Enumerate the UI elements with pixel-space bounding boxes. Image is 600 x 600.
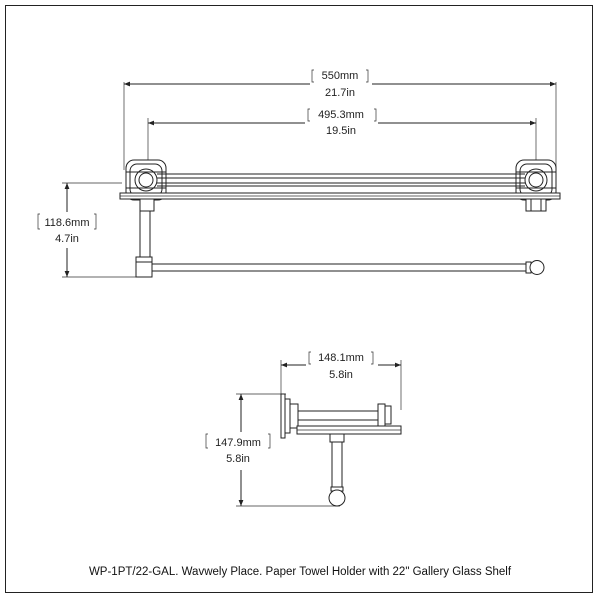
side-height-mm: 147.9mm xyxy=(215,437,261,449)
side-arm xyxy=(328,433,346,507)
inner-width-in: 19.5in xyxy=(326,125,356,137)
towel-bar xyxy=(152,260,545,275)
caption: WP-1PT/22-GAL. Wavwely Place. Paper Towe… xyxy=(88,566,512,578)
towel-holder-arm xyxy=(135,210,153,278)
gallery-rail xyxy=(157,173,525,187)
right-bracket xyxy=(525,198,547,212)
front-height-dimension: 118.6mm 4.7in xyxy=(37,182,140,278)
side-view: 148.1mm 5.8in 147.9mm 5.8in xyxy=(205,351,402,507)
left-wall-mount xyxy=(125,159,167,201)
side-height-in: 5.8in xyxy=(226,453,250,465)
inner-width-mm: 495.3mm xyxy=(318,109,364,121)
side-depth-dimension: 148.1mm 5.8in xyxy=(280,351,402,410)
front-height-in: 4.7in xyxy=(55,233,79,245)
inner-width-dimension: 495.3mm 19.5in xyxy=(147,108,537,168)
front-height-mm: 118.6mm xyxy=(44,217,89,229)
side-post xyxy=(298,403,392,427)
side-depth-mm: 148.1mm xyxy=(318,352,364,364)
left-bracket xyxy=(139,198,155,212)
overall-width-mm: 550mm xyxy=(322,70,359,82)
glass-shelf xyxy=(119,192,561,200)
side-height-dimension: 147.9mm 5.8in xyxy=(205,393,340,507)
side-shelf xyxy=(296,425,402,435)
overall-width-dimension: 550mm 21.7in xyxy=(123,69,557,170)
side-depth-in: 5.8in xyxy=(329,369,353,381)
front-view: 550mm 21.7in 495.3mm 19.5in 118.6mm 4.7i… xyxy=(37,69,561,278)
side-wall-mount xyxy=(280,393,299,439)
drawing-frame xyxy=(5,5,593,593)
overall-width-in: 21.7in xyxy=(325,87,355,99)
